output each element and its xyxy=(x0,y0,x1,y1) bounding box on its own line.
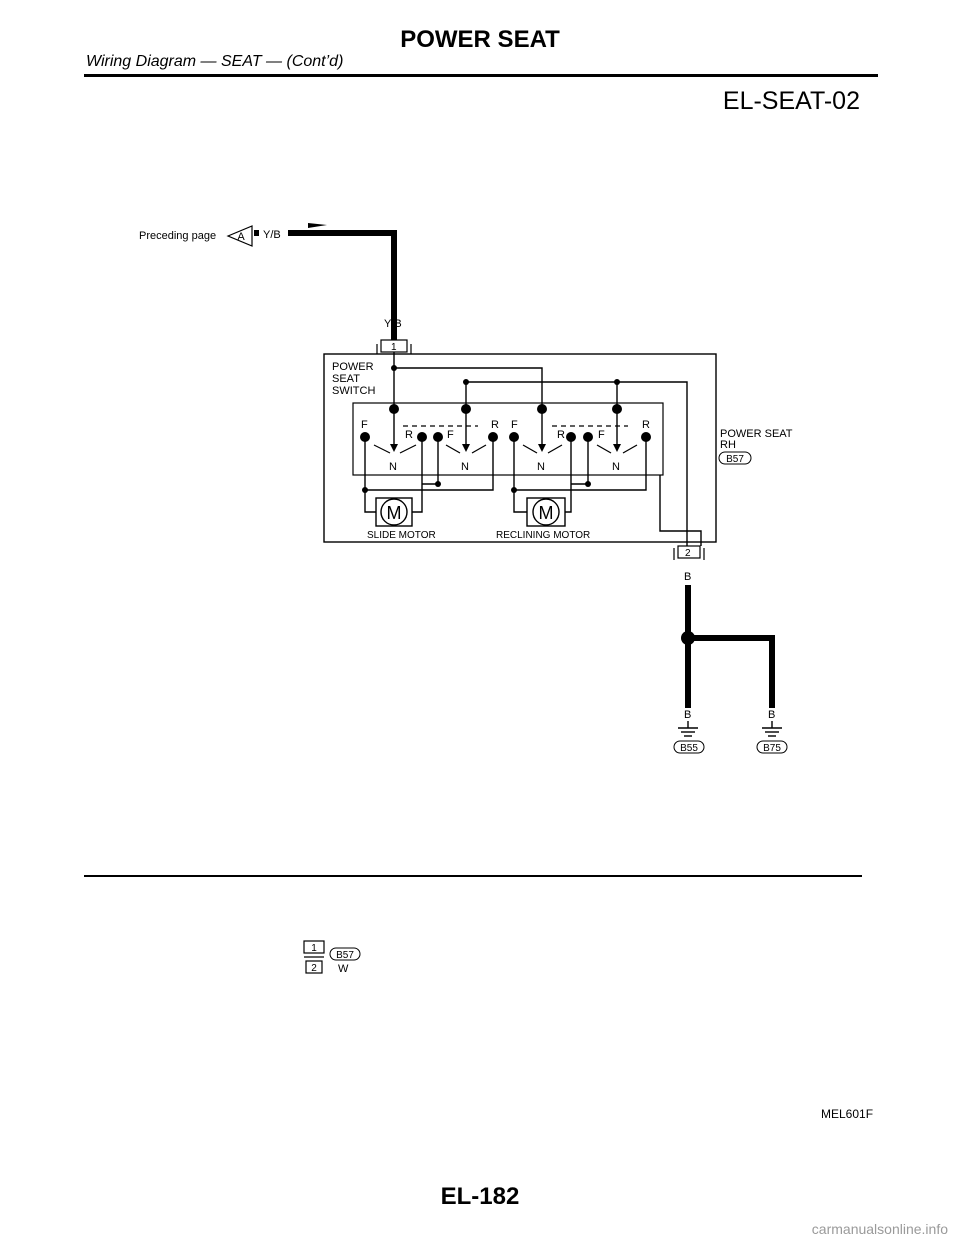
flow-arrow xyxy=(308,223,327,228)
page-subtitle: Wiring Diagram — SEAT — (Cont’d) xyxy=(86,53,344,70)
pos-f-2: F xyxy=(447,429,454,441)
pos-f-4: F xyxy=(598,429,605,441)
pos-r-1: R xyxy=(405,429,413,441)
ground-symbol-right xyxy=(762,721,782,737)
connector-a-symbol: A xyxy=(226,225,259,247)
pos-r-4: R xyxy=(642,419,650,431)
pos-r-2: R xyxy=(491,419,499,431)
ground-badge-b75: B75 xyxy=(756,740,788,754)
pos-f-1: F xyxy=(361,419,368,431)
switch-arms xyxy=(373,425,638,454)
wire-color-b-right: B xyxy=(768,709,775,721)
wire-color-yb-top: Y/B xyxy=(263,229,281,241)
wire-yb-feed xyxy=(288,230,397,340)
reclining-motor-symbol: M xyxy=(539,503,554,523)
figure-code: MEL601F xyxy=(821,1107,874,1121)
pos-r-3: R xyxy=(557,429,565,441)
power-seat-unit-box xyxy=(323,353,717,543)
connector-pin-1: 1 xyxy=(376,339,412,354)
position-labels: F R F R F R F R N N N N xyxy=(361,419,650,473)
face-pin-2: 2 xyxy=(311,963,317,974)
moving-contacts xyxy=(390,409,621,452)
connector-a-label: A xyxy=(237,231,245,243)
switch-label-3: SWITCH xyxy=(332,385,375,397)
svg-text:B75: B75 xyxy=(763,743,781,754)
svg-text:B55: B55 xyxy=(680,743,698,754)
switch-label-2: SEAT xyxy=(332,373,360,385)
splice-point xyxy=(681,631,695,645)
face-code: B57 xyxy=(336,950,354,961)
page-header: POWER SEAT Wiring Diagram — SEAT — (Cont… xyxy=(0,0,960,80)
switch-contacts-box xyxy=(352,402,664,476)
wire-color-b-conn: B xyxy=(684,571,691,583)
pos-n-2: N xyxy=(461,461,469,473)
connector-pin-2: 2 xyxy=(673,545,705,560)
svg-text:B57: B57 xyxy=(726,454,744,465)
unit-connector-badge: B57 xyxy=(718,451,752,465)
unit-label-1: POWER SEAT xyxy=(720,428,793,440)
slide-motor: M xyxy=(375,497,413,527)
wire-color-yb-conn: Y/B xyxy=(384,318,402,330)
pos-n-3: N xyxy=(537,461,545,473)
header-rule xyxy=(84,74,878,77)
page-title: POWER SEAT xyxy=(400,26,560,53)
pin-2-label: 2 xyxy=(685,548,691,559)
ground-symbol-left xyxy=(678,721,698,737)
ground-badge-b55: B55 xyxy=(673,740,705,754)
preceding-page-label: Preceding page xyxy=(139,230,216,242)
watermark: carmanualsonline.info xyxy=(811,1221,948,1237)
switch-label-1: POWER xyxy=(332,361,374,373)
internal-wiring xyxy=(364,352,702,546)
page-number: EL-182 xyxy=(440,1183,520,1210)
wire-color-b-left: B xyxy=(684,709,691,721)
unit-label-2: RH xyxy=(720,439,736,451)
pos-n-1: N xyxy=(389,461,397,473)
face-color: W xyxy=(338,963,349,975)
contact-dots xyxy=(360,365,651,493)
slide-motor-symbol: M xyxy=(387,503,402,523)
reclining-motor: M xyxy=(526,497,566,527)
wire-b-ground xyxy=(685,585,775,708)
pin-1-label: 1 xyxy=(391,342,397,353)
connector-face-b57: 1 2 B57 W xyxy=(303,940,361,975)
face-pin-1: 1 xyxy=(311,943,317,954)
slide-motor-label: SLIDE MOTOR xyxy=(367,530,436,541)
diagram-code: EL-SEAT-02 xyxy=(722,87,860,115)
reclining-motor-label: RECLINING MOTOR xyxy=(496,530,590,541)
pos-n-4: N xyxy=(612,461,620,473)
pos-f-3: F xyxy=(511,419,518,431)
